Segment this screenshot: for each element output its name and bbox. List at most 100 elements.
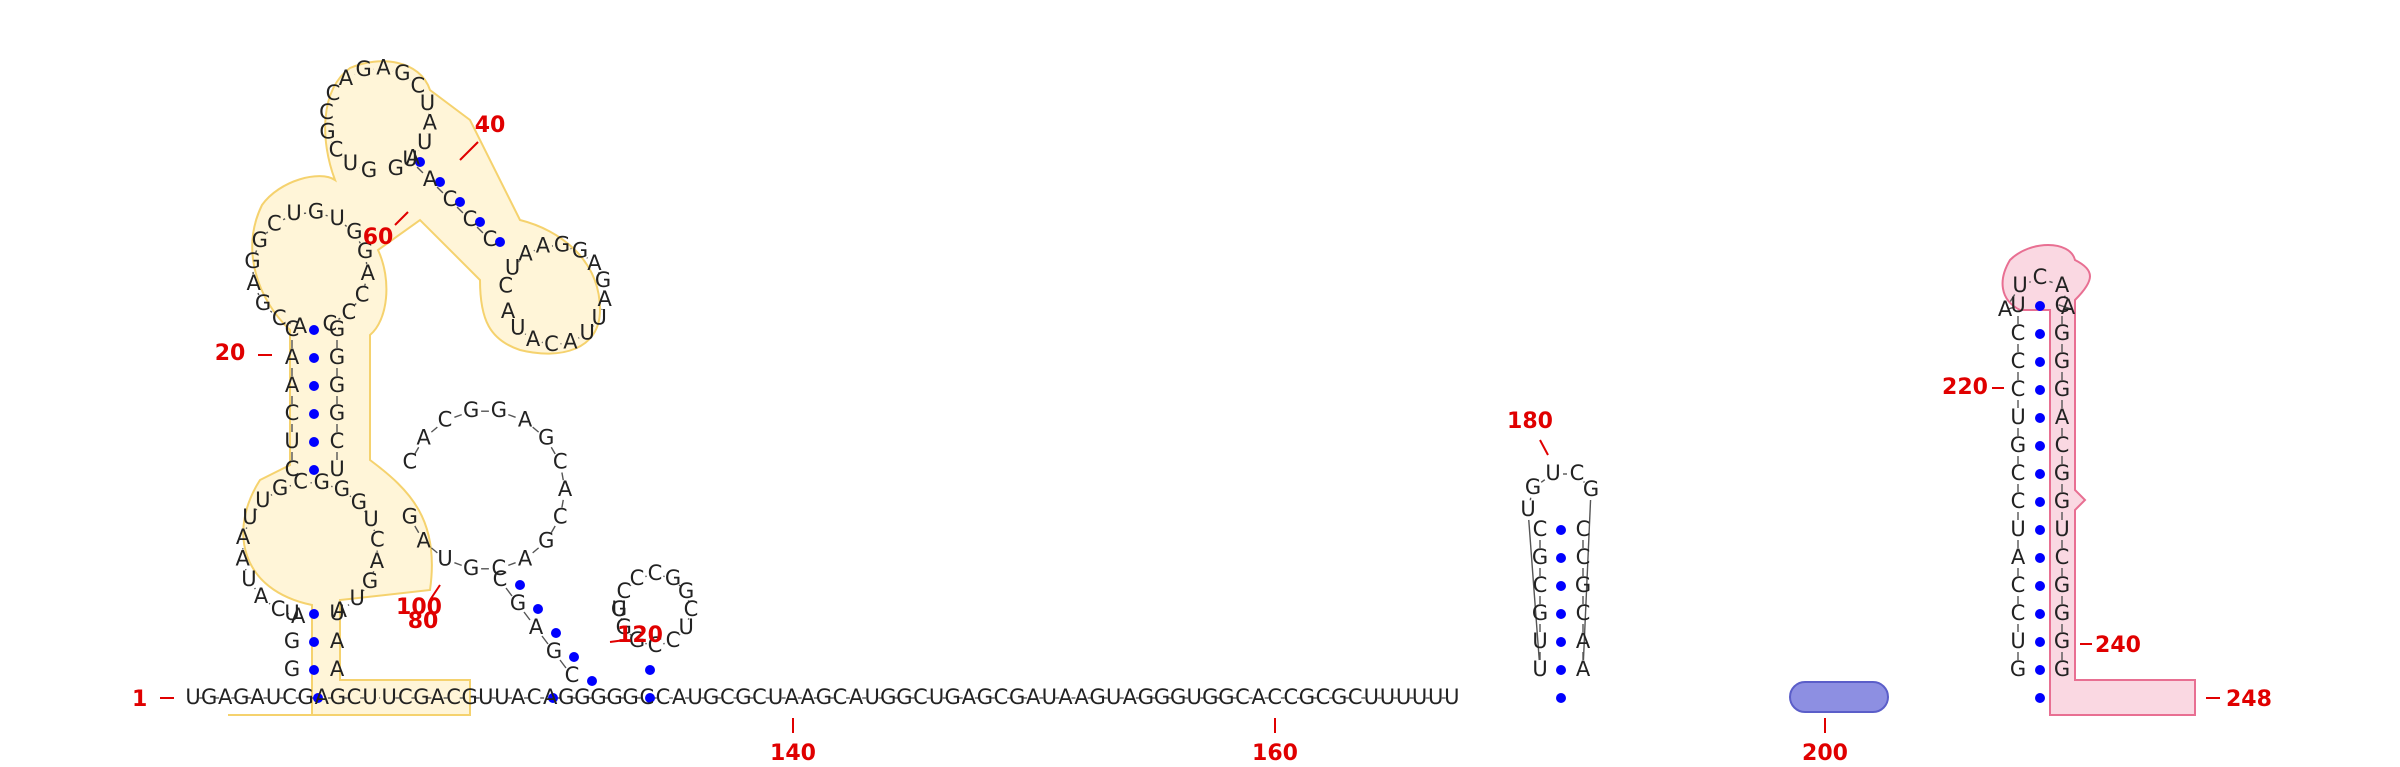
nucleotide: A — [518, 242, 533, 266]
nucleotide: U — [255, 488, 270, 512]
nucleotide: G — [2010, 657, 2026, 681]
position-number: 160 — [1252, 741, 1298, 766]
nucleotide: C — [2055, 545, 2070, 569]
nucleotide: G — [538, 528, 554, 552]
backbone-link — [255, 508, 258, 511]
nucleotide: G — [1525, 475, 1541, 499]
nucleotide: G — [284, 657, 300, 681]
nucleotide: A — [1251, 685, 1266, 709]
base-pair-dot — [455, 197, 465, 207]
nucleotide: A — [962, 685, 977, 709]
nucleotide: A — [501, 299, 516, 323]
nucleotide: C — [666, 628, 681, 652]
position-number: 220 — [1942, 375, 1988, 400]
nucleotide: G — [1218, 685, 1234, 709]
nucleotide: C — [648, 633, 663, 657]
nucleotide: U — [494, 685, 509, 709]
backbone-link — [678, 584, 681, 587]
nucleotide: C — [330, 429, 345, 453]
backbone-link — [559, 659, 567, 669]
base-pair-layer — [309, 157, 2045, 703]
nucleotide: C — [446, 685, 461, 709]
base-pair-dot — [309, 637, 319, 647]
nucleotide: U — [266, 685, 281, 709]
blue-highlight-region — [1789, 681, 1889, 713]
nucleotide: C — [267, 211, 282, 235]
backbone-link — [2008, 306, 2015, 310]
nucleotide: G — [357, 239, 373, 263]
nucleotide: G — [255, 291, 271, 315]
nucleotide: A — [250, 685, 265, 709]
backbone-link — [508, 562, 516, 567]
backbone-link — [532, 426, 540, 433]
nucleotide: A — [333, 598, 348, 622]
backbone-link — [349, 495, 352, 498]
backbone-link — [629, 584, 632, 587]
nucleotide: G — [1532, 545, 1548, 569]
tick-layer — [160, 141, 2220, 733]
nucleotide: C — [1283, 685, 1298, 709]
nucleotide: U — [510, 315, 525, 339]
nucleotide: G — [298, 685, 314, 709]
position-number: 240 — [2095, 633, 2141, 658]
nucleotide: A — [218, 685, 233, 709]
nucleotide: C — [493, 567, 508, 591]
nucleotide: G — [2054, 657, 2070, 681]
base-pair-dot — [548, 693, 558, 703]
nucleotide: A — [518, 408, 533, 432]
nucleotide: U — [1380, 685, 1395, 709]
nucleotide: A — [511, 685, 526, 709]
backbone-link — [1528, 519, 1540, 661]
nucleotide: C — [913, 685, 928, 709]
base-pair-dot — [309, 609, 319, 619]
nucleotide: A — [1576, 629, 1591, 653]
nucleotide: U — [185, 685, 200, 709]
nucleotide: A — [1074, 685, 1089, 709]
nucleotide: A — [1058, 685, 1073, 709]
nucleotide: C — [553, 504, 568, 528]
nucleotide: U — [417, 130, 432, 154]
base-pair-dot — [309, 325, 319, 335]
nucleotide: G — [314, 470, 330, 494]
nucleotide: C — [498, 273, 513, 297]
nucleotide: A — [236, 525, 251, 549]
nucleotide: C — [272, 306, 287, 330]
nucleotide: A — [1026, 685, 1041, 709]
nucleotide: C — [492, 556, 507, 580]
position-number: 60 — [363, 225, 394, 250]
nucleotide: A — [376, 55, 391, 79]
nucleotide: C — [402, 450, 417, 474]
backbone-link — [2063, 295, 2067, 299]
nucleotide: G — [1009, 685, 1025, 709]
nucleotide: C — [616, 579, 631, 603]
nucleotide: C — [282, 685, 297, 709]
nucleotide: G — [491, 398, 507, 422]
backbone-link — [1582, 499, 1592, 661]
backbone-link — [1540, 479, 1546, 483]
nucleotide: U — [865, 685, 880, 709]
position-number: 140 — [770, 741, 816, 766]
nucleotide: C — [656, 685, 671, 709]
backbone-link — [541, 635, 549, 645]
nucleotide: A — [330, 657, 345, 681]
nucleotide: U — [1187, 685, 1202, 709]
nucleotide: A — [430, 685, 445, 709]
base-pair-dot — [475, 217, 485, 227]
nucleotide: C — [443, 187, 458, 211]
nucleotide: G — [2054, 489, 2070, 513]
position-tick — [429, 584, 441, 601]
backbone-link — [532, 547, 540, 554]
base-pair-dot — [1556, 693, 1566, 703]
base-pair-dot — [2035, 329, 2045, 339]
nucleotide: G — [2054, 377, 2070, 401]
nucleotide: G — [394, 61, 410, 85]
nucleotide: A — [536, 233, 551, 257]
nucleotide: G — [329, 401, 345, 425]
backbone-link — [518, 260, 520, 263]
nucleotide: C — [285, 317, 300, 341]
backbone-link — [364, 283, 366, 286]
nucleotide: U — [2010, 293, 2025, 317]
nucleotide: A — [235, 546, 250, 570]
position-tick — [1539, 439, 1549, 456]
